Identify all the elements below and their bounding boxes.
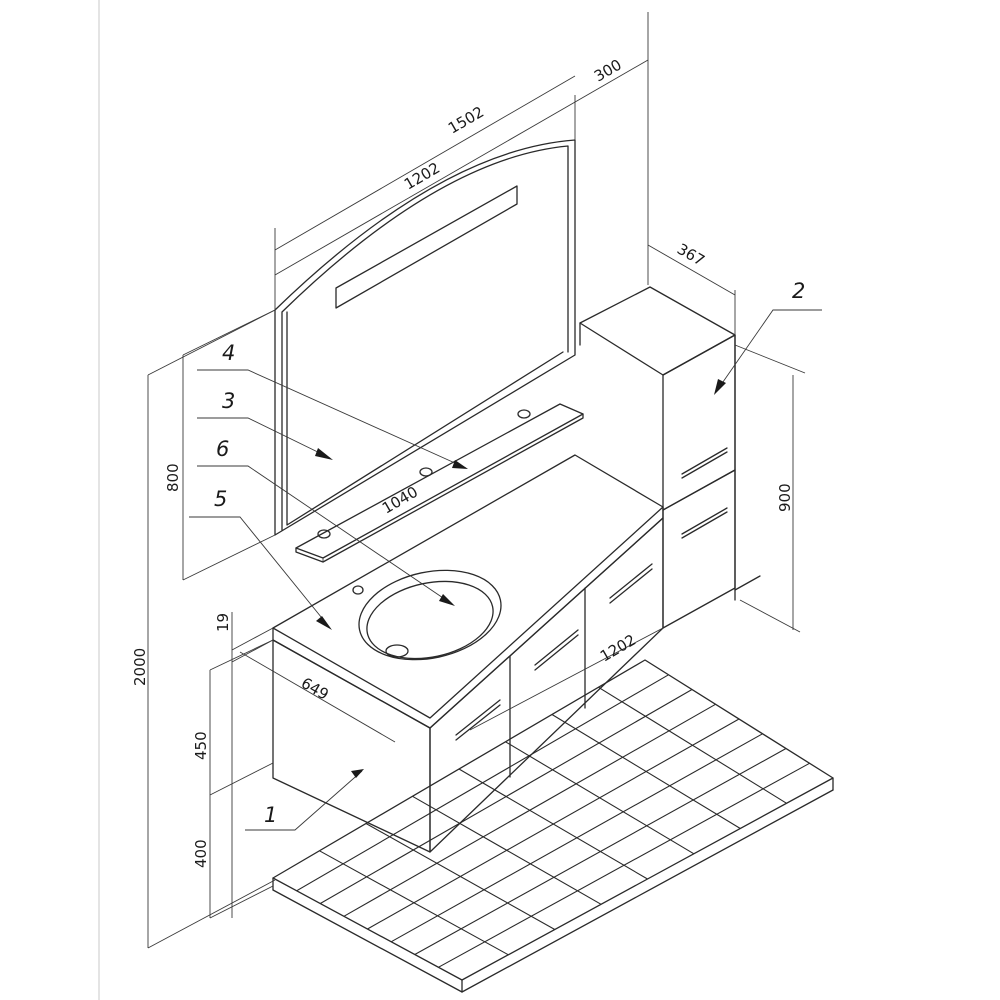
tile-line: [551, 714, 741, 829]
dimension-lines: [147, 12, 806, 949]
dim-1502: 1502: [445, 103, 487, 138]
floor-tiles: [272, 659, 834, 993]
dim-900: 900: [776, 483, 794, 512]
callout-5: 5: [214, 487, 227, 511]
drawer-handles: [455, 563, 653, 741]
tile-line: [414, 748, 787, 955]
mirror: [274, 139, 576, 536]
dim-1202-mirror: 1202: [401, 159, 443, 194]
dim-800: 800: [164, 463, 182, 492]
tile-line: [390, 733, 763, 943]
dim-367: 367: [674, 240, 708, 270]
callout-6: 6: [216, 437, 229, 461]
mirror-light-strip: [335, 185, 518, 309]
dim-1040: 1040: [379, 483, 421, 518]
tall-cabinet: [579, 286, 761, 629]
cabinet-handles: [681, 447, 728, 539]
tile-line: [438, 762, 810, 968]
tile-line: [461, 789, 834, 993]
callout-3: 3: [222, 389, 235, 413]
dim-2000: 2000: [131, 648, 149, 686]
basin: [358, 569, 502, 661]
callout-4: 4: [222, 341, 235, 365]
dim-400: 400: [192, 839, 210, 868]
floor-slab: [272, 659, 834, 981]
callout-1: 1: [264, 803, 277, 827]
drain: [385, 644, 409, 658]
dim-300: 300: [591, 56, 625, 86]
tile-line: [598, 686, 787, 804]
leader-lines: [189, 309, 822, 831]
dim-19: 19: [214, 613, 232, 632]
tile-line: [272, 889, 463, 993]
callout-2: 2: [792, 279, 805, 303]
glass-shelf: [295, 403, 584, 563]
dim-450: 450: [192, 731, 210, 760]
dim-1202-vanity: 1202: [597, 631, 639, 666]
tile-line: [505, 741, 695, 855]
dim-649: 649: [298, 674, 332, 704]
tile-line: [458, 768, 648, 880]
callout-labels: 1 2 3 4 5 6: [214, 279, 805, 827]
tap-hole: [352, 585, 364, 595]
